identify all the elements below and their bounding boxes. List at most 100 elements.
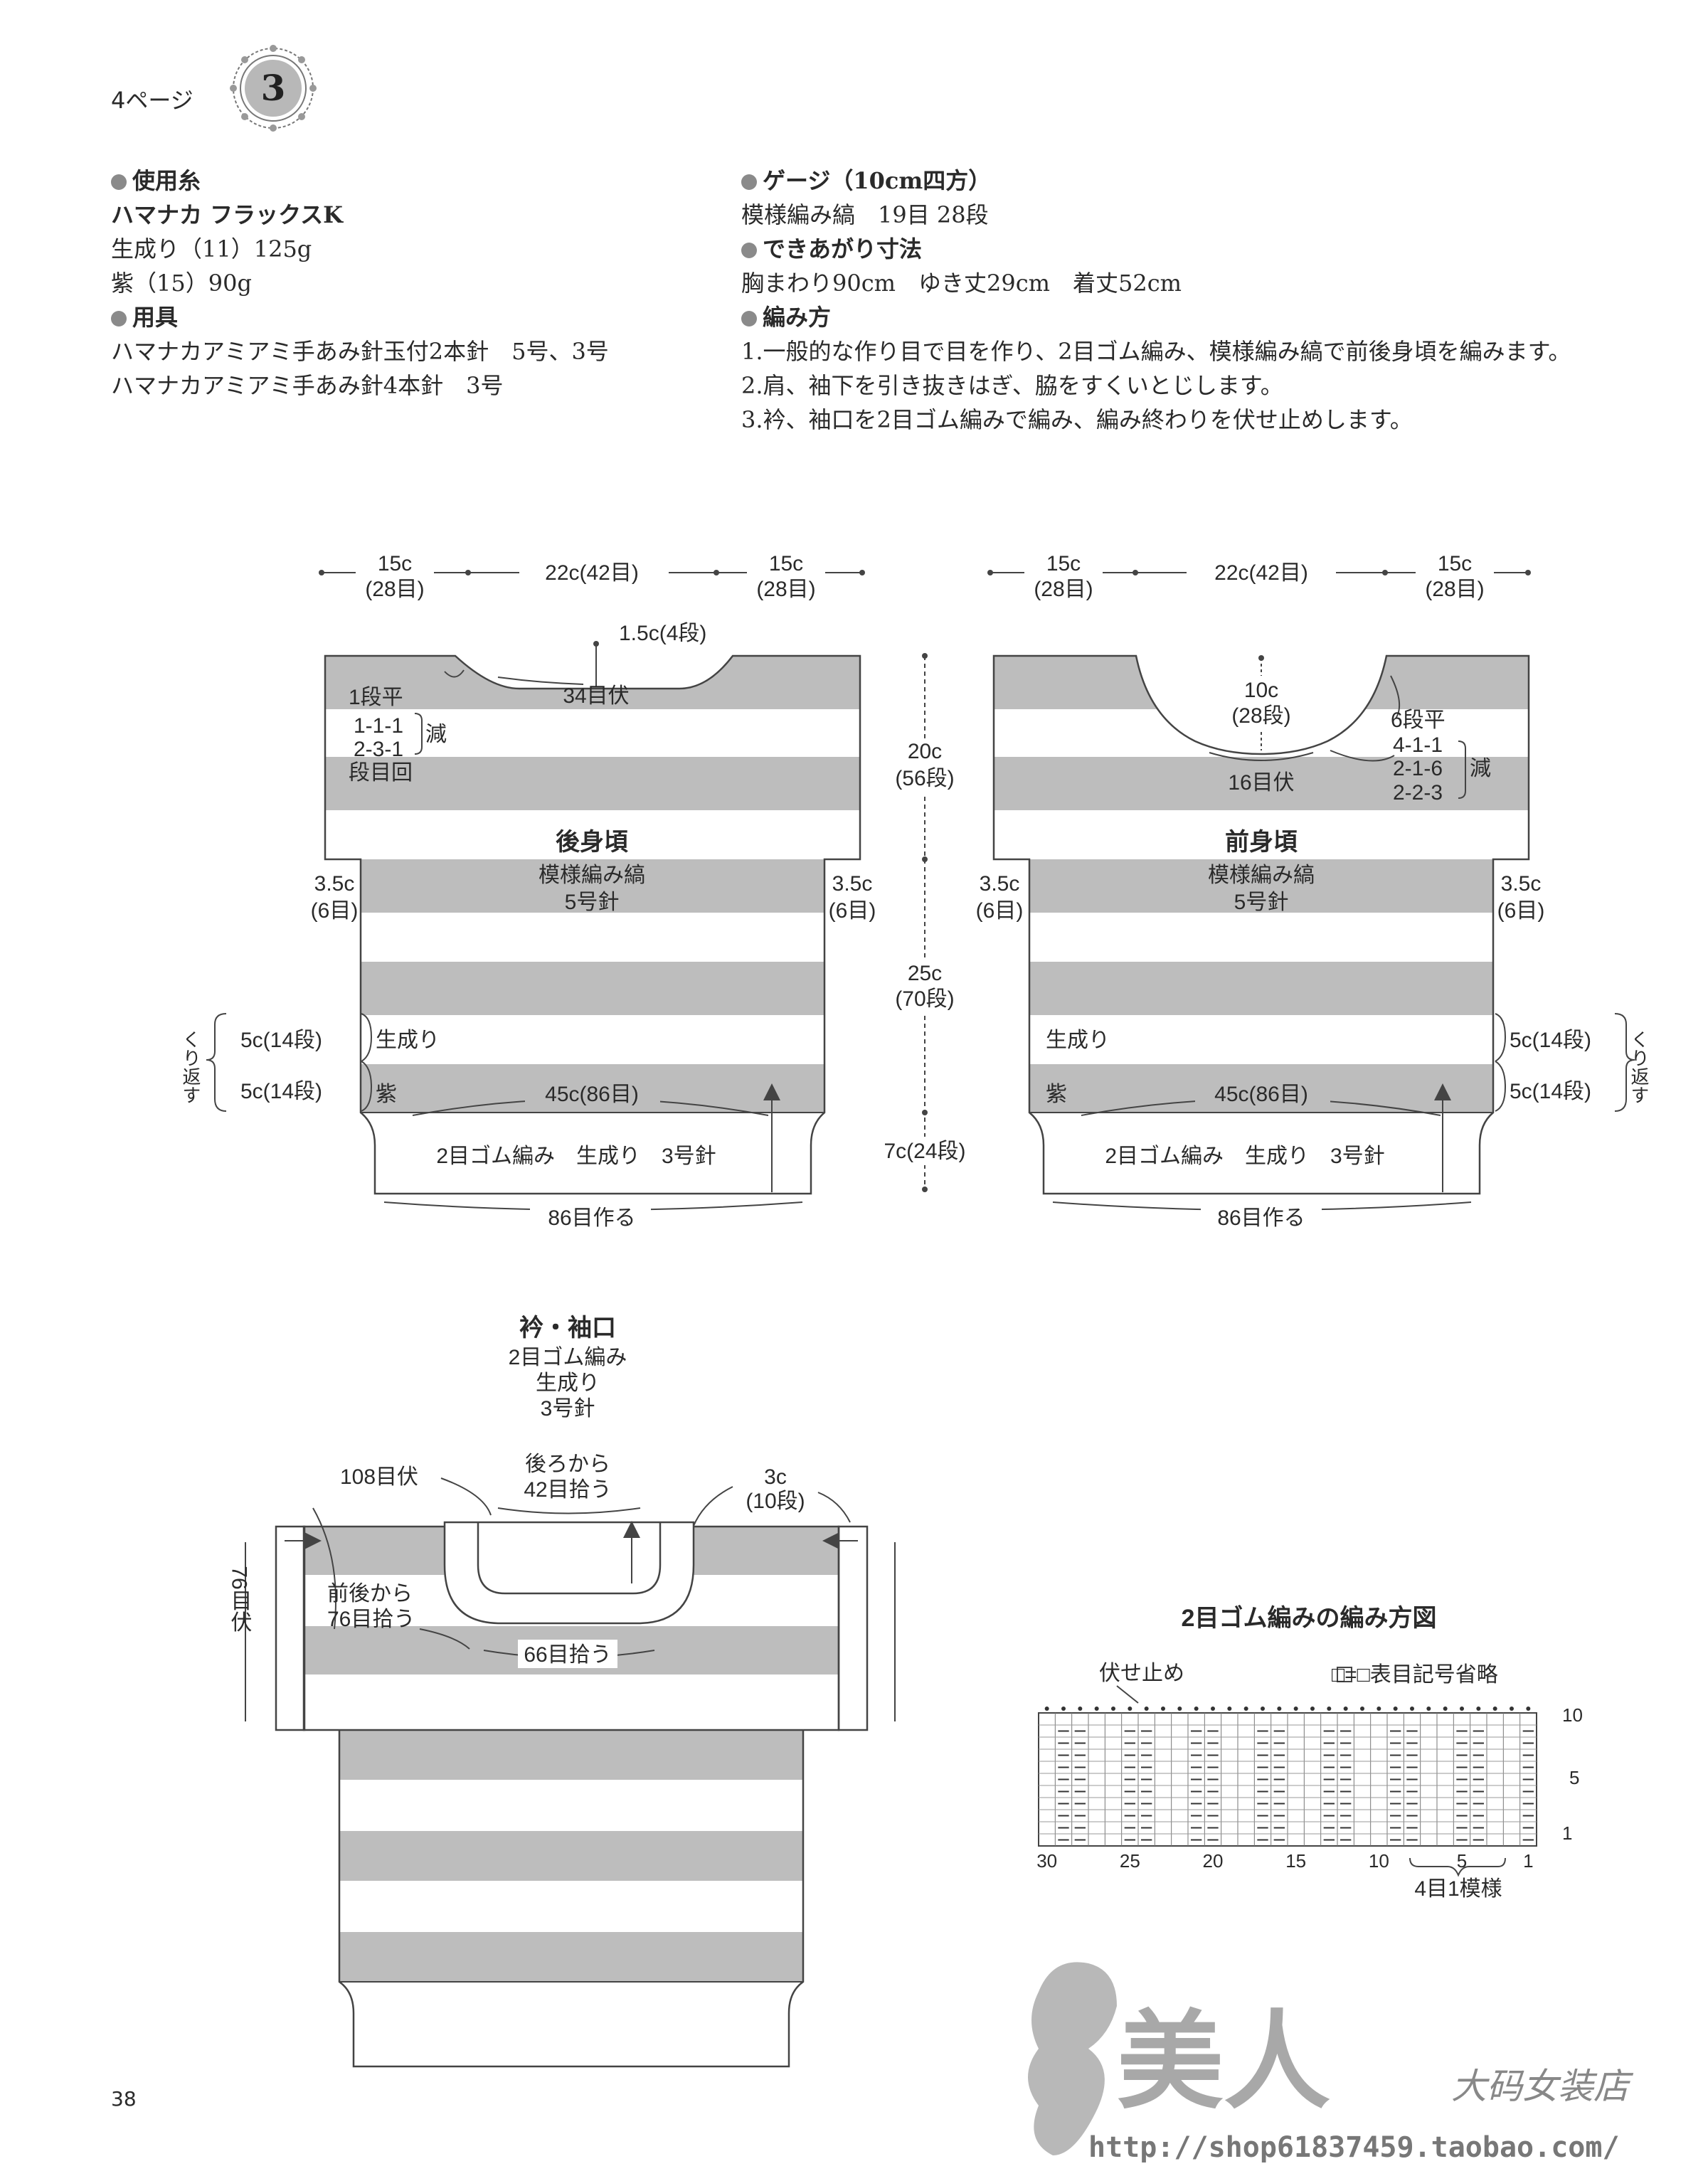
bindoff-dot <box>1510 1707 1514 1711</box>
front-armhole-right: 3.5c <box>1501 872 1542 896</box>
front-dec-step: 6段平 <box>1391 708 1446 732</box>
rib-chart-title: 2目ゴム編みの編み方図 <box>1182 1604 1437 1632</box>
back-dec-step: 段目回 <box>349 761 413 785</box>
bindoff-dot <box>1243 1707 1248 1711</box>
bindoff-dot <box>1526 1707 1531 1711</box>
front-body-diagram: 15c (28目) 22c(42目) 15c (28目) 10c (28段) 1… <box>976 551 1650 1232</box>
rib-chart-col-label: 15 <box>1285 1850 1306 1872</box>
bindoff-dot <box>1194 1707 1199 1711</box>
front-cast-on: 86目作る <box>1217 1206 1305 1230</box>
back-width: 45c(86目) <box>545 1083 639 1106</box>
back-stripe-purple <box>361 859 824 913</box>
back-cast-on: 86目作る <box>548 1206 635 1230</box>
back-body-diagram: 15c (28目) 22c(42目) 15c (28目) 1.5c(4段) 34… <box>180 551 876 1232</box>
collar-needle: 3号針 <box>541 1397 595 1421</box>
middle-height: 25c <box>908 962 942 985</box>
back-armhole-left: 3.5c <box>314 872 355 896</box>
bindoff-dot <box>1078 1707 1083 1711</box>
number-badge <box>230 45 317 132</box>
watermark-url: http://shop61837459.taobao.com/ <box>1088 2131 1620 2162</box>
front-neck-width: 22c(42目) <box>1214 561 1308 585</box>
bindoff-dot <box>1476 1707 1481 1711</box>
bindoff-dot <box>1360 1707 1364 1711</box>
back-rib-label: 2目ゴム編み 生成り 3号針 <box>436 1145 716 1168</box>
yarn-brand: ハマナカ フラックスK <box>111 201 343 228</box>
bindoff-dot <box>1161 1707 1165 1711</box>
front-shoulder-left-width: 15c <box>1046 552 1081 575</box>
method-step: 2.肩、袖下を引き抜きはぎ、脇をすくいとじします。 <box>741 372 1283 399</box>
collar-title: 衿・袖口 <box>519 1315 616 1342</box>
back-title: 後身頃 <box>556 829 628 856</box>
gauge-heading: ゲージ（10cm四方） <box>741 164 1571 198</box>
back-outline <box>324 654 861 1195</box>
upper-height: 20c <box>908 740 942 763</box>
bullet-icon <box>741 174 757 190</box>
back-stripe-purple-height: 5c(14段) <box>240 1080 322 1103</box>
collar-pickup-back2: 42目拾う <box>524 1478 611 1502</box>
back-shoulder-left-stitches: (28目) <box>365 578 424 601</box>
materials-block: 使用糸 ハマナカ フラックスK 生成り（11）125g 紫（15）90g 用具 … <box>111 164 609 403</box>
watermark-brand: 美人 <box>1117 1999 1330 2124</box>
front-stripe-purple <box>1029 962 1493 1015</box>
upper-rows: (56段) <box>895 767 954 790</box>
front-stripe-white-height: 5c(14段) <box>1510 1029 1591 1052</box>
yarn-color-white: 生成り（11）125g <box>111 235 312 262</box>
front-neck-bindoff: 16目伏 <box>1228 771 1294 795</box>
bindoff-dot <box>1310 1707 1315 1711</box>
middle-rows: (70段) <box>895 987 954 1011</box>
back-shoulder-left-width: 15c <box>378 552 412 575</box>
back-repeat-label: くり返す <box>180 1030 201 1104</box>
back-neck-width: 22c(42目) <box>545 561 639 585</box>
back-top-dimension: 15c (28目) 22c(42目) 15c (28目) <box>319 551 865 601</box>
bindoff-dot <box>1492 1707 1497 1711</box>
back-neck-bindoff: 34目伏 <box>563 684 629 708</box>
watermark-shop-name: 大码女装店 <box>1451 2066 1634 2107</box>
bindoff-dot <box>1128 1707 1133 1711</box>
back-color-purple: 紫 <box>376 1083 397 1106</box>
yarn-heading: 使用糸 <box>111 164 609 198</box>
front-armhole-left: 3.5c <box>980 872 1020 896</box>
back-pattern: 模様編み縞 <box>539 864 645 887</box>
front-width: 45c(86目) <box>1214 1083 1308 1106</box>
collar-bindoff-108: 108目伏 <box>340 1465 418 1489</box>
specs-block: ゲージ（10cm四方） 模様編み縞 19目 28段 できあがり寸法 胸まわり90… <box>741 164 1571 437</box>
bindoff-dot <box>1227 1707 1232 1711</box>
bindoff-dot <box>1177 1707 1182 1711</box>
collar-color: 生成り <box>536 1371 600 1395</box>
collar-rib-height: 3c <box>764 1465 787 1489</box>
front-armhole-left-stitches: (6目) <box>976 899 1024 923</box>
back-shoulder-right-width: 15c <box>769 552 803 575</box>
collar-cuff-diagram: 衿・袖口 2目ゴム編み 生成り 3号針 76目伏 前後から 76目拾う 108目… <box>228 1315 896 2068</box>
yarn-color-purple: 紫（15）90g <box>111 270 252 297</box>
bindoff-dot <box>1277 1707 1282 1711</box>
sleeve-bindoff-76: 76目伏 <box>228 1566 253 1633</box>
bindoff-dot <box>1044 1707 1049 1711</box>
back-stripe-purple <box>361 962 824 1015</box>
front-title: 前身頃 <box>1225 829 1298 856</box>
front-shoulder-left-stitches: (28目) <box>1034 578 1093 601</box>
back-shoulder-right-stitches: (28目) <box>756 578 815 601</box>
bindoff-dot <box>1410 1707 1414 1711</box>
rib-chart-row-label: 5 <box>1569 1767 1579 1788</box>
back-dec-step: 1段平 <box>349 686 403 709</box>
bindoff-dot <box>1211 1707 1215 1711</box>
rib-chart-col-label: 30 <box>1036 1850 1057 1872</box>
method-heading: 編み方 <box>741 300 1571 334</box>
rib-chart-grid <box>1038 1707 1537 1847</box>
rib-chart-col-label: 10 <box>1369 1850 1389 1872</box>
rib-chart-col-label: 1 <box>1523 1850 1533 1872</box>
front-repeat-label: くり返す <box>1628 1030 1650 1104</box>
front-rib-label: 2目ゴム編み 生成り 3号針 <box>1105 1145 1384 1168</box>
back-dec-step: 2-3-1 <box>354 738 403 761</box>
back-armhole-right-stitches: (6目) <box>829 899 876 923</box>
front-color-purple: 紫 <box>1046 1083 1067 1106</box>
bullet-icon <box>111 311 127 327</box>
bullet-icon <box>111 174 127 190</box>
bindoff-dot <box>1343 1707 1348 1711</box>
badge-number: 3 <box>260 67 286 109</box>
silhouette-logo-icon <box>1028 1962 1117 2155</box>
bindoff-dot <box>1393 1707 1398 1711</box>
bindoff-dot <box>1261 1707 1265 1711</box>
sleeve-pickup-line2: 76目拾う <box>327 1608 415 1631</box>
